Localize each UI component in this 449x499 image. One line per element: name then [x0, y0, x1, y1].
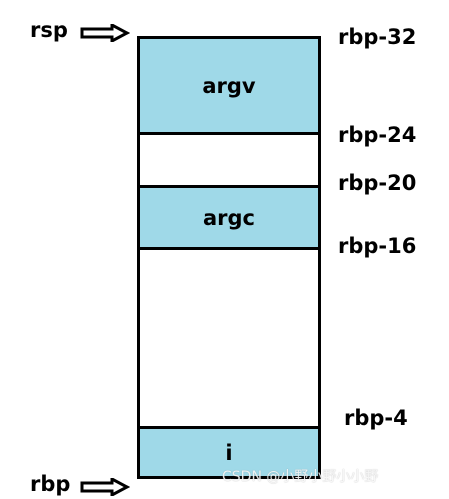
rsp-arrow-icon: [80, 24, 130, 42]
offset-rbp-20: rbp-20: [338, 171, 417, 195]
slot-argc-label: argc: [202, 205, 255, 230]
slot-empty-24-20: [140, 135, 318, 188]
offset-rbp-4: rbp-4: [344, 406, 408, 430]
slot-argc: argc: [140, 188, 318, 250]
stack-frame: argv argc i: [137, 36, 321, 479]
rbp-arrow-icon: [80, 478, 130, 496]
csdn-watermark: CSDN @小野小野小小野: [222, 469, 379, 485]
slot-i: i: [140, 426, 318, 476]
slot-argv: argv: [140, 39, 318, 135]
offset-rbp-16: rbp-16: [338, 234, 417, 258]
slot-argv-label: argv: [202, 73, 256, 98]
slot-i-label: i: [225, 440, 233, 465]
offset-rbp-24: rbp-24: [338, 123, 417, 147]
slot-empty-16-4: [140, 250, 318, 426]
rbp-label: rbp: [30, 472, 71, 496]
rsp-label: rsp: [30, 18, 68, 42]
offset-rbp-32: rbp-32: [338, 25, 417, 49]
